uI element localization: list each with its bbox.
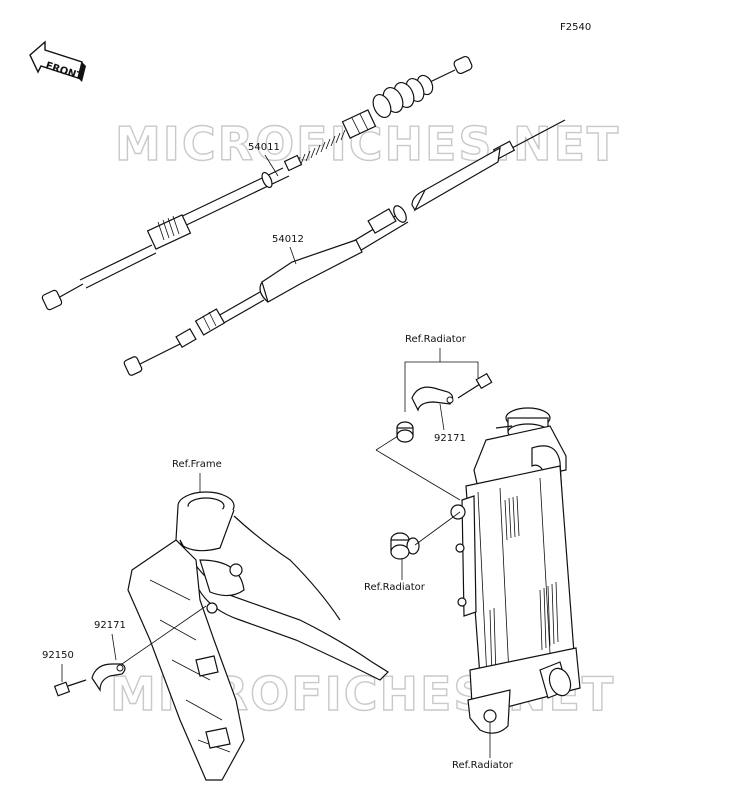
leader-92171-left [111, 633, 117, 661]
callout-92171-right: 92171 [434, 433, 466, 444]
callout-92171-left: 92171 [94, 620, 126, 631]
leader-clamp-frame [121, 605, 207, 665]
bolt-92150[interactable] [53, 679, 87, 697]
callout-ref-radiator-mid: Ref.Radiator [364, 582, 426, 593]
callout-ref-frame: Ref.Frame [172, 459, 222, 470]
frame [127, 491, 389, 781]
leader-to-radiator [375, 449, 461, 501]
callout-ref-radiator-bottom: Ref.Radiator [452, 760, 514, 771]
grommet-mid[interactable] [390, 532, 420, 560]
cable-54011[interactable] [41, 55, 473, 311]
leader-grommet [375, 435, 399, 451]
callout-ref-radiator-top: Ref.Radiator [405, 334, 467, 345]
front-arrow-icon: FRONT [29, 40, 86, 83]
figure-code: F2540 [560, 22, 591, 33]
callout-54011: 54011 [248, 142, 280, 153]
leader-54012 [289, 246, 297, 265]
grommet-right[interactable] [396, 421, 414, 443]
callout-54012: 54012 [272, 234, 304, 245]
leader-54011 [264, 154, 279, 177]
bolt-right[interactable] [457, 372, 493, 399]
leader-ref-radiator-top [404, 348, 479, 412]
leader-92171-right [439, 403, 445, 431]
radiator[interactable] [450, 407, 581, 734]
clamp-92171-left[interactable] [91, 663, 126, 692]
cable-54012[interactable] [123, 119, 566, 376]
leader-grommet-mid [414, 511, 461, 546]
clamp-92171-right[interactable] [411, 386, 454, 412]
callout-92150: 92150 [42, 650, 74, 661]
